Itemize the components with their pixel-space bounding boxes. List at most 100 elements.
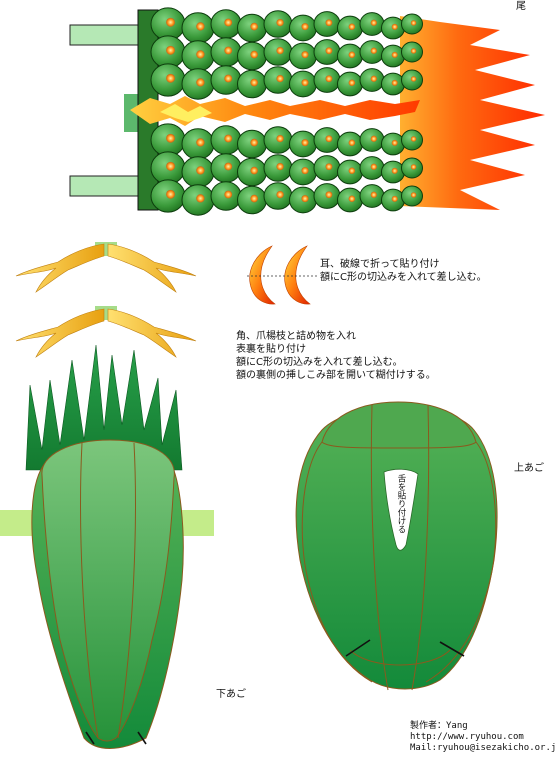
scale-dot — [325, 75, 333, 83]
scale-dot — [301, 167, 309, 175]
tongue-glue-area — [383, 468, 419, 551]
scale-dot — [325, 135, 333, 143]
horn-left-bottom — [15, 308, 105, 358]
glue-tab-top-left — [69, 24, 141, 46]
scale-dot — [250, 194, 258, 203]
scale-dot — [166, 17, 175, 27]
scale-dot — [301, 23, 309, 31]
scale-dot — [391, 167, 398, 174]
scale-dot — [325, 19, 333, 27]
scale-dot — [391, 195, 398, 202]
scale-dot — [410, 20, 417, 26]
credit-mail: Mail:ryuhou@isezakicho.or.jp — [410, 743, 555, 753]
horns-instruction-line-3: 額にC形の切込みを入れて差し込む。 — [236, 357, 403, 368]
scale-dot — [370, 47, 377, 54]
scale-dot — [224, 162, 233, 171]
scale-dot — [391, 23, 398, 30]
scale-dot — [348, 23, 356, 30]
scale-dot — [250, 22, 258, 31]
scale-dot — [276, 162, 284, 171]
scale-dot — [276, 134, 284, 143]
scale-dot — [250, 138, 258, 147]
scale-dot — [224, 134, 233, 143]
scale-dot — [348, 51, 356, 58]
lower-jaw-inner — [41, 439, 175, 742]
scale-dot — [410, 164, 417, 170]
horns-instruction-line-4: 額の裏側の挿しこみ部を開いて糊付けする。 — [236, 370, 436, 381]
horn-right-top — [107, 243, 197, 293]
scale-dot — [166, 161, 175, 171]
scale-dot — [301, 79, 309, 87]
scale-dot — [348, 195, 356, 202]
scale-dot — [166, 45, 175, 55]
scale-dot — [196, 50, 205, 59]
scale-dot — [370, 163, 377, 170]
scale-dot — [224, 46, 233, 55]
scale-dot — [166, 189, 175, 199]
glue-tab-bottom-left — [69, 175, 141, 197]
horns-instruction-line-1: 角、爪楊枝と詰め物を入れ — [236, 331, 356, 342]
scale-dot — [348, 139, 356, 146]
scale-dot — [410, 192, 417, 198]
ears-instruction-line-2: 額にC形の切込みを入れて差し込む。 — [320, 272, 487, 283]
horns-piece-top — [15, 242, 197, 293]
scale-dot — [250, 78, 258, 87]
ears-instruction: 耳、破線で折って貼り付け 額にC形の切込みを入れて差し込む。 — [320, 258, 487, 284]
scale-dot — [276, 190, 284, 199]
scale-dot — [410, 48, 417, 54]
scale-dot — [325, 163, 333, 171]
horn-right-bottom — [107, 308, 197, 358]
scale-dot — [370, 19, 377, 26]
scale-dot — [325, 47, 333, 55]
ear-left — [249, 245, 276, 305]
middle-fire-stripe — [130, 96, 420, 126]
scale-dot — [301, 195, 309, 203]
lower-jaw-piece — [0, 344, 214, 749]
horn-left-top — [15, 243, 105, 293]
scale-dot — [410, 76, 417, 82]
middle-fire-core — [160, 104, 212, 122]
scale-grid — [150, 7, 423, 216]
tail-flame — [400, 16, 545, 210]
tongue-note: 舌を貼り付ける — [396, 474, 406, 534]
scale-dot — [301, 51, 309, 59]
scale-dot — [224, 190, 233, 199]
credit-url: http://www.ryuhou.com — [410, 732, 524, 742]
scale-dot — [325, 191, 333, 199]
upper-jaw-outer — [295, 407, 498, 690]
tail-body-piece — [69, 7, 545, 216]
ears-instruction-line-1: 耳、破線で折って貼り付け — [320, 259, 440, 270]
scale-dot — [370, 135, 377, 142]
scale-dot — [196, 22, 205, 31]
horns-instruction-line-2: 表裏を貼り付け — [236, 344, 306, 355]
scale-dot — [250, 166, 258, 175]
scale-dot — [348, 167, 356, 174]
scale-dot — [370, 75, 377, 82]
lower-jaw-spikes — [25, 344, 183, 471]
upper-jaw-label: 上あご — [514, 463, 544, 474]
ear-right — [284, 245, 311, 305]
scale-dot — [224, 18, 233, 27]
credit-author: 製作者：Yang — [410, 721, 468, 731]
scale-dot — [391, 79, 398, 86]
scale-dot — [348, 79, 356, 86]
scale-dot — [410, 136, 417, 142]
scale-dot — [370, 191, 377, 198]
scale-dot — [391, 51, 398, 58]
scale-dot — [166, 73, 175, 83]
scale-dot — [196, 78, 205, 87]
scale-dot — [276, 46, 284, 55]
scale-dot — [196, 166, 205, 175]
upper-jaw-top — [321, 401, 477, 449]
scale-dot — [224, 74, 233, 83]
scale-dot — [276, 18, 284, 27]
upper-jaw-piece — [295, 401, 498, 691]
scale-dot — [250, 50, 258, 59]
lower-jaw-label: 下あご — [216, 689, 246, 700]
scale-dot — [391, 139, 398, 146]
horns-instruction: 角、爪楊枝と詰め物を入れ 表裏を貼り付け 額にC形の切込みを入れて差し込む。 額… — [236, 330, 436, 382]
scale-dot — [196, 138, 205, 147]
ears-piece — [247, 245, 318, 305]
scale-dot — [301, 139, 309, 147]
